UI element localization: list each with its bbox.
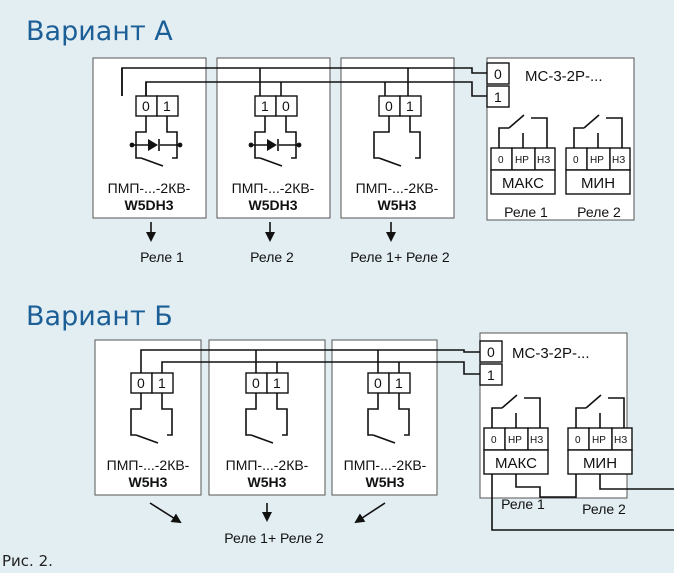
variant-b-module-2-terminal-left: 0 — [252, 375, 260, 391]
variant-b-relay-wiring-3 — [599, 474, 674, 490]
variant-a-relay-1-contact-nc: НЗ — [537, 155, 550, 166]
variant-a-module-2-name: ПМП-...-2КВ- — [232, 180, 315, 196]
variant-a-module-1-box — [92, 57, 207, 219]
variant-a-relay-1-contact-no: НР — [515, 155, 529, 166]
variant-a-module-2-box — [216, 57, 331, 219]
figure-caption: Рис. 2. — [2, 552, 53, 570]
variant-a-output-3: Реле 1+ Реле 2 — [350, 249, 450, 265]
variant-a-module-2-internals — [248, 95, 302, 167]
variant-b-heading: Вариант Б — [26, 301, 173, 332]
variant-b-module-1-model: W5H3 — [129, 474, 168, 490]
variant-b-module-2-name: ПМП-...-2КВ- — [226, 457, 309, 473]
variant-a-module-1-terminal-left: 0 — [142, 98, 150, 114]
variant-a-heading: Вариант А — [26, 16, 173, 47]
variant-a-controller-input-1-label: 1 — [494, 89, 502, 105]
variant-b-module-3-box — [331, 339, 438, 496]
variant-a-relay-1-caption: Реле 1 — [504, 204, 548, 220]
variant-a-module-1-internals — [129, 95, 183, 167]
variant-b-relay-2-name: МИН — [583, 455, 617, 472]
variant-b-bus-bottom — [161, 361, 480, 375]
variant-b-relay-2-contact-no: НР — [592, 435, 606, 446]
variant-b-relay-1-contact-0: 0 — [491, 435, 497, 446]
variant-b-controller-input-1 — [479, 363, 503, 386]
variant-b-module-3-terminal-right: 1 — [395, 375, 403, 391]
variant-b-output-arrow-3 — [354, 502, 386, 524]
variant-a-module-1-model: W5DH3 — [124, 197, 173, 213]
variant-b-module-1-terminal-left: 0 — [137, 375, 145, 391]
variant-a-module-3-terminal-right: 1 — [406, 98, 414, 114]
variant-a-module-3-model: W5H3 — [378, 197, 417, 213]
variant-a-module-3-internals — [373, 95, 422, 167]
variant-b-controller-input-0-label: 0 — [487, 344, 495, 360]
variant-a-relay-2-name: МИН — [581, 175, 615, 192]
variant-a-relay-2-contact-no: НР — [590, 155, 604, 166]
variant-a-module-1-name: ПМП-...-2КВ- — [108, 180, 191, 196]
variant-a-output-1: Реле 1 — [140, 249, 184, 265]
variant-a-relay-1-contact-0: 0 — [498, 155, 504, 166]
variant-b-relay-wiring-2 — [515, 474, 577, 498]
variant-a-module-2-terminal-right: 0 — [282, 98, 290, 114]
variant-a-module-2-terminal-left: 1 — [261, 98, 269, 114]
variant-b-module-2-model: W5H3 — [248, 474, 287, 490]
variant-b-relay-1-name: МАКС — [495, 455, 537, 472]
variant-b-relay-1-contacts — [483, 394, 549, 475]
variant-a-module-1-terminal-right: 1 — [163, 98, 171, 114]
variant-b-relay-1-contact-no: НР — [508, 435, 522, 446]
variant-a-controller-title: МС-3-2Р-... — [525, 68, 603, 85]
variant-a-relay-2-contact-nc: НЗ — [612, 155, 625, 166]
variant-a-module-2-model: W5DH3 — [248, 197, 297, 213]
variant-a-module-3-box — [340, 57, 455, 219]
variant-a-controller-input-0 — [486, 62, 510, 85]
variant-b-module-1-terminal-right: 1 — [158, 375, 166, 391]
variant-a-relay-2-contacts — [565, 114, 631, 195]
variant-b-module-2-terminal-right: 1 — [273, 375, 281, 391]
variant-b-module-3-terminal-left: 0 — [374, 375, 382, 391]
variant-b-relay-2-contact-nc: НЗ — [614, 435, 627, 446]
variant-b-relay-2-contact-0: 0 — [575, 435, 581, 446]
variant-a-module-3-terminal-left: 0 — [385, 98, 393, 114]
variant-b-bus-top — [140, 349, 480, 373]
variant-a-controller-input-1 — [486, 85, 510, 108]
variant-a-controller-input-0-label: 0 — [494, 66, 502, 82]
variant-b-relay-1-contact-nc: НЗ — [530, 435, 543, 446]
variant-b-common-output: Реле 1+ Реле 2 — [224, 530, 324, 546]
variant-a-output-2: Реле 2 — [250, 249, 294, 265]
variant-a-relay-1-name: МАКС — [502, 175, 544, 192]
variant-a-relay-2-caption: Реле 2 — [577, 204, 621, 220]
variant-b-relay-wiring-1 — [491, 474, 674, 531]
variant-b-controller-input-1-label: 1 — [487, 367, 495, 383]
variant-b-module-2-box — [208, 339, 326, 496]
variant-b-output-arrow-1 — [149, 502, 182, 524]
variant-b-module-2-internals — [245, 372, 289, 444]
variant-a-module-3-name: ПМП-...-2КВ- — [356, 180, 439, 196]
variant-b-module-3-internals — [367, 372, 411, 444]
variant-b-relay-2-caption: Реле 2 — [582, 501, 626, 517]
variant-b-module-3-model: W5H3 — [366, 474, 405, 490]
variant-b-module-1-name: ПМП-...-2КВ- — [107, 457, 190, 473]
variant-b-relay-2-contacts — [567, 394, 633, 475]
variant-b-module-1-internals — [130, 372, 174, 444]
variant-b-controller-input-0 — [479, 340, 503, 363]
variant-b-module-3-name: ПМП-...-2КВ- — [344, 457, 427, 473]
variant-b-module-1-box — [94, 339, 202, 496]
variant-b-relay-1-caption: Реле 1 — [501, 496, 545, 512]
variant-b-controller-title: МС-3-2Р-... — [512, 345, 590, 362]
variant-a-relay-1-contacts — [490, 114, 556, 195]
variant-a-relay-2-contact-0: 0 — [573, 155, 579, 166]
